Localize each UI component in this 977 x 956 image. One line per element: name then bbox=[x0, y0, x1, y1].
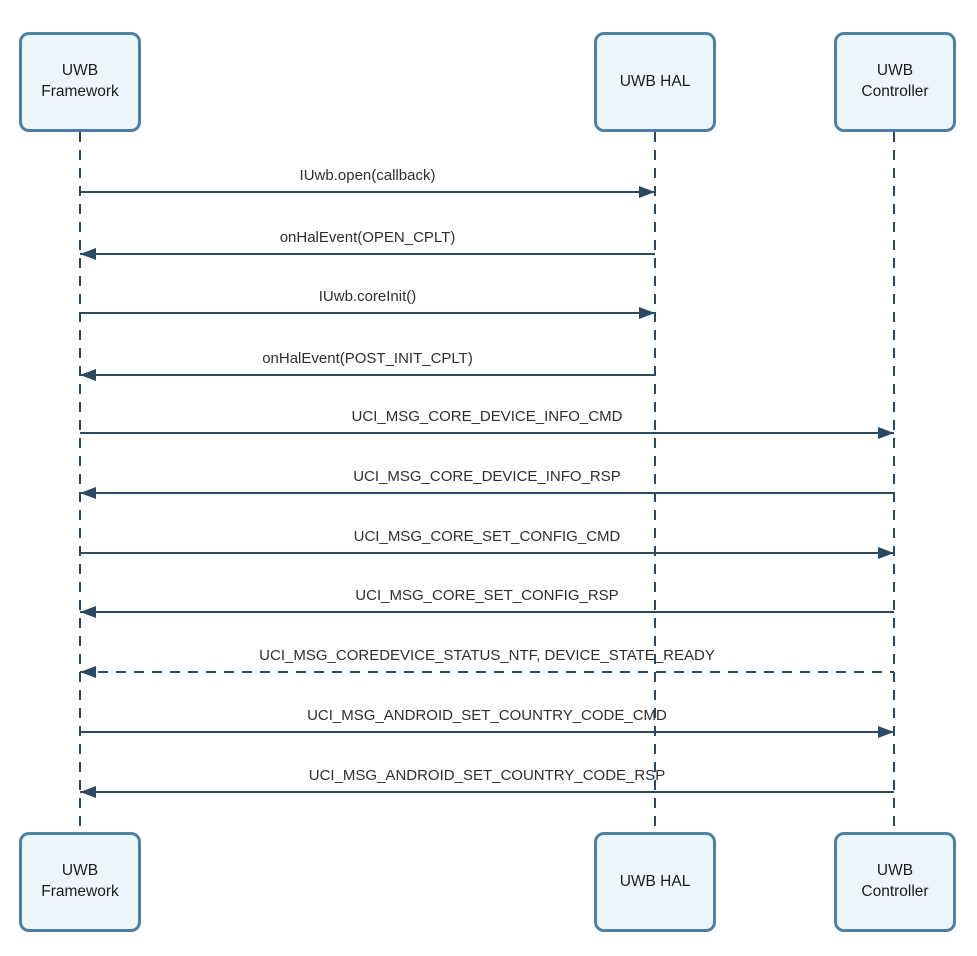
message-line bbox=[80, 186, 655, 198]
actor-box-uwb-controller-bottom: UWB Controller bbox=[834, 832, 956, 932]
lifeline-uwb-controller bbox=[893, 132, 895, 832]
arrowhead-left-icon bbox=[80, 248, 96, 260]
message-line bbox=[80, 369, 655, 381]
actor-box-uwb-hal-top: UWB HAL bbox=[594, 32, 716, 132]
message-line bbox=[80, 487, 894, 499]
actor-label: UWB Framework bbox=[41, 62, 119, 100]
arrowhead-right-icon bbox=[878, 726, 894, 738]
message-onhalevent-post-init-cplt: onHalEvent(POST_INIT_CPLT) bbox=[80, 346, 655, 381]
lifeline-uwb-framework bbox=[79, 132, 81, 832]
message-uci-core-set-config-cmd: UCI_MSG_CORE_SET_CONFIG_CMD bbox=[80, 524, 894, 559]
message-label: IUwb.coreInit() bbox=[318, 288, 417, 305]
message-label: onHalEvent(POST_INIT_CPLT) bbox=[262, 350, 473, 367]
message-onhalevent-open-cplt: onHalEvent(OPEN_CPLT) bbox=[80, 225, 655, 260]
message-line-dashed bbox=[80, 666, 894, 678]
actor-box-uwb-controller-top: UWB Controller bbox=[834, 32, 956, 132]
lifeline-uwb-hal bbox=[654, 132, 656, 832]
arrowhead-left-icon bbox=[80, 666, 96, 678]
actor-label: UWB Framework bbox=[41, 862, 119, 900]
message-uci-android-set-country-code-cmd: UCI_MSG_ANDROID_SET_COUNTRY_CODE_CMD bbox=[80, 703, 894, 738]
message-line bbox=[80, 606, 894, 618]
message-line bbox=[80, 547, 894, 559]
message-label: IUwb.open(callback) bbox=[299, 167, 436, 184]
message-label: onHalEvent(OPEN_CPLT) bbox=[279, 229, 456, 246]
message-label: UCI_MSG_ANDROID_SET_COUNTRY_CODE_CMD bbox=[307, 707, 667, 724]
arrowhead-right-icon bbox=[878, 547, 894, 559]
message-line bbox=[80, 427, 894, 439]
message-line bbox=[80, 726, 894, 738]
message-iuwb-coreinit: IUwb.coreInit() bbox=[80, 284, 655, 319]
message-label: UCI_MSG_CORE_DEVICE_INFO_CMD bbox=[351, 408, 623, 425]
arrowhead-left-icon bbox=[80, 606, 96, 618]
arrowhead-right-icon bbox=[639, 307, 655, 319]
message-label: UCI_MSG_ANDROID_SET_COUNTRY_CODE_RSP bbox=[308, 767, 666, 784]
message-line bbox=[80, 307, 655, 319]
actor-box-uwb-framework-bottom: UWB Framework bbox=[19, 832, 141, 932]
arrowhead-left-icon bbox=[80, 487, 96, 499]
arrowhead-right-icon bbox=[639, 186, 655, 198]
message-uci-core-device-info-cmd: UCI_MSG_CORE_DEVICE_INFO_CMD bbox=[80, 404, 894, 439]
arrowhead-right-icon bbox=[878, 427, 894, 439]
message-line bbox=[80, 786, 894, 798]
message-label: UCI_MSG_CORE_SET_CONFIG_RSP bbox=[355, 587, 619, 604]
message-line bbox=[80, 248, 655, 260]
message-uci-coredevice-status-ntf: UCI_MSG_COREDEVICE_STATUS_NTF, DEVICE_ST… bbox=[80, 643, 894, 678]
message-uci-android-set-country-code-rsp: UCI_MSG_ANDROID_SET_COUNTRY_CODE_RSP bbox=[80, 763, 894, 798]
actor-label: UWB Controller bbox=[861, 862, 929, 900]
message-iuwb-open: IUwb.open(callback) bbox=[80, 163, 655, 198]
actor-label: UWB HAL bbox=[619, 72, 691, 90]
actor-label: UWB HAL bbox=[619, 872, 691, 890]
message-label: UCI_MSG_COREDEVICE_STATUS_NTF, DEVICE_ST… bbox=[259, 647, 715, 664]
actor-box-uwb-hal-bottom: UWB HAL bbox=[594, 832, 716, 932]
message-uci-core-set-config-rsp: UCI_MSG_CORE_SET_CONFIG_RSP bbox=[80, 583, 894, 618]
actor-box-uwb-framework-top: UWB Framework bbox=[19, 32, 141, 132]
arrowhead-left-icon bbox=[80, 369, 96, 381]
arrowhead-left-icon bbox=[80, 786, 96, 798]
actor-label: UWB Controller bbox=[861, 62, 929, 100]
message-uci-core-device-info-rsp: UCI_MSG_CORE_DEVICE_INFO_RSP bbox=[80, 464, 894, 499]
message-label: UCI_MSG_CORE_SET_CONFIG_CMD bbox=[353, 528, 621, 545]
message-label: UCI_MSG_CORE_DEVICE_INFO_RSP bbox=[353, 468, 621, 485]
